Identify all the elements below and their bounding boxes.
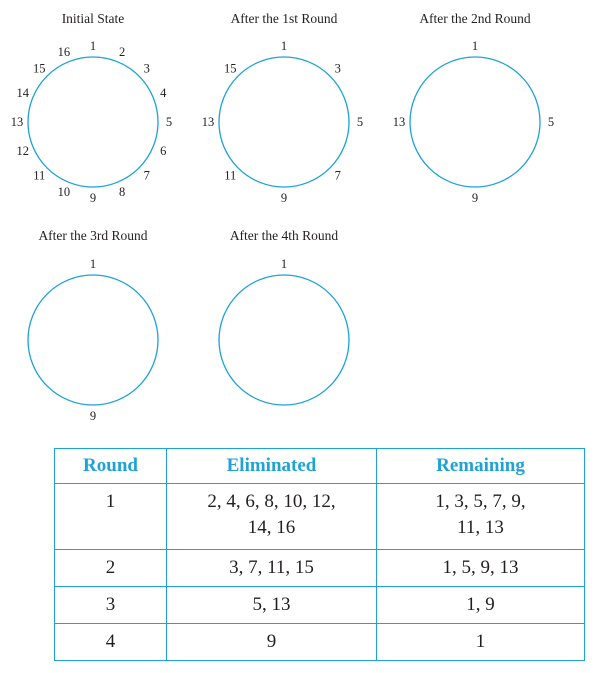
- circle: [218, 56, 350, 188]
- position-label-11: 11: [33, 169, 45, 183]
- eliminated-cell: 2, 4, 6, 8, 10, 12, 14, 16: [166, 483, 377, 550]
- position-labels: 1 5 9 13: [393, 39, 554, 205]
- round-cell: 2: [54, 549, 167, 587]
- position-label-9: 9: [90, 409, 96, 423]
- position-label-1: 1: [472, 39, 478, 53]
- position-label-13: 13: [202, 115, 215, 129]
- table-row: 4 9 1: [54, 623, 585, 661]
- header-round: Round: [54, 448, 167, 484]
- round-cell: 1: [54, 483, 167, 550]
- position-label-1: 1: [90, 257, 96, 271]
- position-label-2: 2: [119, 45, 125, 59]
- position-label-6: 6: [160, 144, 166, 158]
- position-label-15: 15: [224, 61, 237, 75]
- circle: [27, 56, 159, 188]
- panel-title: After the 4th Round: [230, 228, 339, 243]
- position-label-5: 5: [548, 115, 554, 129]
- round-cell: 4: [54, 623, 167, 661]
- round-cell: 3: [54, 586, 167, 624]
- eliminated-cell: 5, 13: [166, 586, 377, 624]
- position-label-13: 13: [393, 115, 406, 129]
- panel-after-round-4: After the 4th Round 1: [218, 228, 350, 406]
- position-label-15: 15: [33, 61, 46, 75]
- position-label-11: 11: [224, 169, 236, 183]
- eliminated-cell: 9: [166, 623, 377, 661]
- circle: [218, 274, 350, 406]
- panel-after-round-2: After the 2nd Round 1 5 9 13: [393, 11, 554, 205]
- position-label-9: 9: [472, 191, 478, 205]
- remaining-cell: 1, 5, 9, 13: [376, 549, 585, 587]
- remaining-cell: 1, 3, 5, 7, 9, 11, 13: [376, 483, 585, 550]
- table-row: 1 2, 4, 6, 8, 10, 12, 14, 16 1, 3, 5, 7,…: [54, 483, 585, 550]
- panel-title: Initial State: [62, 11, 125, 26]
- panel-title: After the 1st Round: [231, 11, 338, 26]
- position-label-8: 8: [119, 185, 125, 199]
- position-label-5: 5: [357, 115, 363, 129]
- position-label-13: 13: [11, 115, 24, 129]
- table-row: 3 5, 13 1, 9: [54, 586, 585, 624]
- table-header-row: Round Eliminated Remaining: [54, 448, 585, 484]
- position-label-1: 1: [90, 39, 96, 53]
- position-label-7: 7: [335, 169, 341, 183]
- remaining-cell: 1, 9: [376, 586, 585, 624]
- position-labels: 19: [90, 257, 96, 423]
- position-label-7: 7: [144, 169, 150, 183]
- panel-after-round-3: After the 3rd Round 19: [27, 228, 159, 423]
- header-eliminated: Eliminated: [166, 448, 377, 484]
- position-label-5: 5: [166, 115, 172, 129]
- position-labels: 1: [281, 257, 287, 271]
- table-row: 2 3, 7, 11, 15 1, 5, 9, 13: [54, 549, 585, 587]
- position-label-14: 14: [17, 86, 30, 100]
- eliminated-cell: 3, 7, 11, 15: [166, 549, 377, 587]
- position-label-9: 9: [281, 191, 287, 205]
- position-label-9: 9: [90, 191, 96, 205]
- position-label-3: 3: [335, 61, 341, 75]
- remaining-cell: 1: [376, 623, 585, 661]
- position-label-3: 3: [144, 61, 150, 75]
- position-label-16: 16: [58, 45, 71, 59]
- panel-title: After the 2nd Round: [419, 11, 531, 26]
- position-label-12: 12: [17, 144, 30, 158]
- position-label-4: 4: [160, 86, 167, 100]
- position-label-1: 1: [281, 257, 287, 271]
- elimination-table: Round Eliminated Remaining 1 2, 4, 6, 8,…: [54, 448, 585, 661]
- position-label-10: 10: [58, 185, 71, 199]
- circle: [409, 56, 541, 188]
- circle: [27, 274, 159, 406]
- panel-title: After the 3rd Round: [38, 228, 147, 243]
- position-label-1: 1: [281, 39, 287, 53]
- header-remaining: Remaining: [376, 448, 585, 484]
